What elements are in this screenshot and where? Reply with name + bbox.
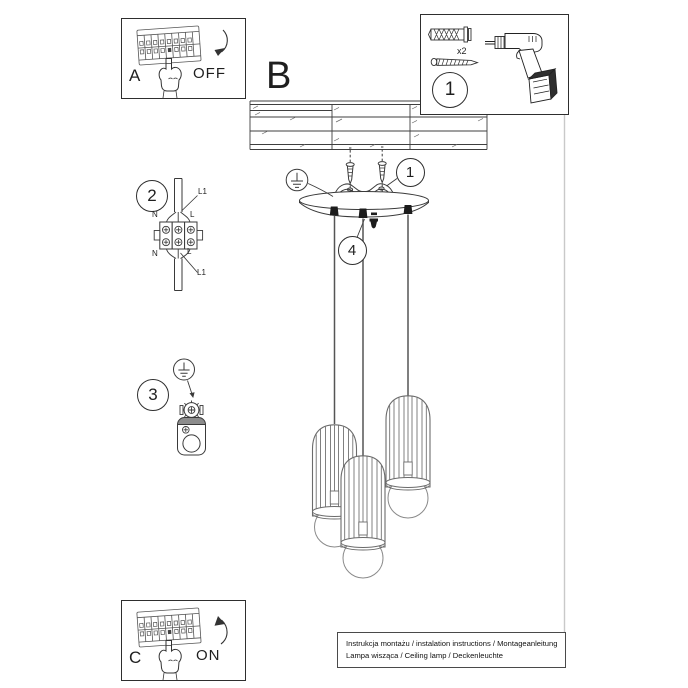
drill-icon (485, 33, 558, 104)
arrow-up-icon (214, 616, 228, 645)
mounting-screws-illustration (345, 146, 387, 194)
wire-label-l-top: L (190, 210, 195, 219)
grub-screw-icon (369, 212, 378, 229)
pendant-lamp-right (385, 395, 431, 519)
breaker-panel-icon (136, 25, 202, 66)
callout-bracket-number: 1 (395, 157, 425, 187)
arrow-down-icon (214, 29, 228, 56)
dowel-quantity-label: x2 (457, 46, 467, 56)
callout-grub-screw-number: 4 (337, 235, 367, 265)
ceiling-hook-illustration (173, 358, 206, 456)
breaker-panel-icon (136, 607, 202, 648)
parts-box: x2 1 (420, 14, 569, 115)
wall-plug-icon (428, 26, 472, 43)
ground-icon (285, 168, 309, 192)
power-on-label: ON (196, 647, 221, 664)
wire-label-l-bottom: L (187, 247, 192, 256)
step-a-letter: A (129, 66, 141, 85)
step-2-number: 2 (136, 180, 168, 212)
ground-icon-2 (173, 358, 195, 381)
wire-label-l1-bottom: L1 (197, 268, 206, 277)
parts-box-number: 1 (432, 72, 468, 108)
step-a-panel: A OFF (121, 18, 246, 99)
ground-wire (308, 183, 334, 197)
manual-title-line-1: Instrukcja montażu / instalation instruc… (346, 639, 558, 648)
wire-label-n-bottom: N (152, 249, 158, 258)
manual-title-line-2: Lampa wisząca / Ceiling lamp / Deckenleu… (346, 651, 504, 660)
pointing-hand-icon (158, 58, 182, 98)
screw-icon (430, 57, 479, 67)
step-3-number: 3 (137, 379, 169, 411)
step-c-letter: C (129, 648, 142, 667)
power-off-label: OFF (193, 65, 226, 82)
pointing-hand-icon (158, 640, 182, 680)
step-c-panel: C ON (121, 600, 246, 681)
section-b-label: B (266, 55, 292, 97)
canopy-illustration (285, 168, 429, 238)
wire-label-n-top: N (152, 210, 158, 219)
title-block: Instrukcja montażu / instalation instruc… (337, 632, 566, 668)
wiring-diagram-illustration (153, 178, 204, 291)
ceiling-illustration (249, 100, 488, 150)
wire-label-l1-top: L1 (198, 187, 207, 196)
cable-grips (329, 205, 413, 218)
pendant-lamp-middle (340, 455, 386, 579)
